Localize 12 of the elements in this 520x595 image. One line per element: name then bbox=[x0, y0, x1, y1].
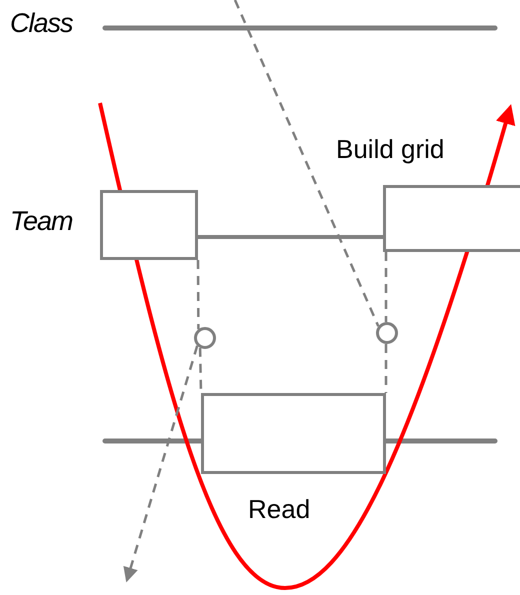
node-caption: Build grid bbox=[336, 136, 444, 162]
empty-box bbox=[383, 185, 520, 252]
level-label: Team bbox=[10, 208, 73, 235]
dashed-connector bbox=[384, 344, 388, 393]
level-label: Class bbox=[10, 10, 73, 37]
node-caption: Read bbox=[248, 496, 310, 522]
empty-box bbox=[100, 190, 198, 260]
empty-box bbox=[201, 393, 386, 474]
dashed-connector bbox=[384, 252, 388, 322]
dashed-connector bbox=[123, 345, 198, 582]
dashed-connector bbox=[196, 260, 200, 330]
connector-line bbox=[198, 235, 383, 239]
